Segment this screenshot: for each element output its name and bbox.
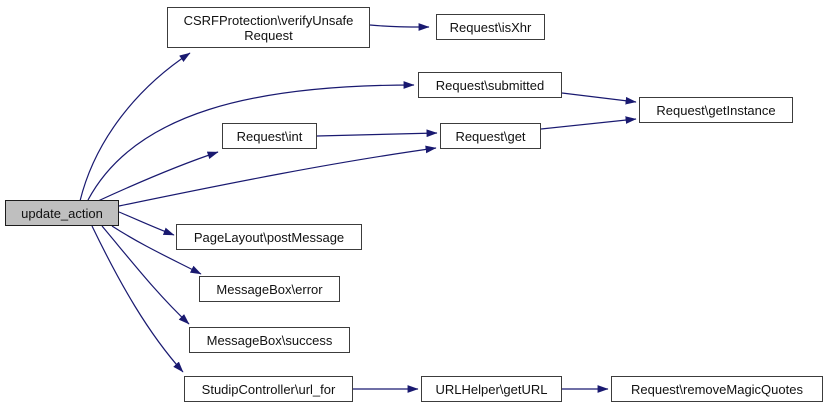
- node-label: Request\get: [455, 128, 526, 144]
- edge-update_action-to-message_box_error: [111, 225, 202, 275]
- edge-update_action-to-request_submitted: [87, 81, 415, 201]
- node-messagebox-success[interactable]: MessageBox\success: [189, 327, 350, 353]
- edge-request_int-to-request_get: [316, 129, 438, 138]
- node-update-action: update_action: [5, 200, 119, 226]
- edge-request_get-to-request_get_instance: [540, 116, 637, 130]
- node-label: MessageBox\error: [216, 281, 323, 297]
- node-request-removemagicquotes[interactable]: Request\removeMagicQuotes: [611, 376, 823, 402]
- edge-csrf_verify_unsafe_request-to-request_is_xhr: [369, 23, 430, 31]
- node-request-getinstance[interactable]: Request\getInstance: [639, 97, 793, 123]
- node-request-get[interactable]: Request\get: [440, 123, 541, 149]
- edge-update_action-to-csrf_verify_unsafe_request: [79, 52, 191, 202]
- node-label-line1: CSRFProtection\verifyUnsafe: [183, 12, 354, 28]
- node-pagelayout-postmessage[interactable]: PageLayout\postMessage: [176, 224, 362, 250]
- edge-request_submitted-to-request_get_instance: [561, 92, 637, 105]
- node-urlhelper-geturl[interactable]: URLHelper\getURL: [421, 376, 562, 402]
- node-request-isxhr[interactable]: Request\isXhr: [436, 14, 545, 40]
- node-label: Request\getInstance: [656, 102, 776, 118]
- node-request-int[interactable]: Request\int: [222, 123, 317, 149]
- node-label: MessageBox\success: [206, 332, 333, 348]
- edge-update_action-to-request_get: [118, 145, 437, 207]
- node-label: Request\removeMagicQuotes: [631, 381, 803, 397]
- node-label: Request\int: [236, 128, 303, 144]
- node-studipcontroller-url-for[interactable]: StudipController\url_for: [184, 376, 353, 402]
- node-request-submitted[interactable]: Request\submitted: [418, 72, 562, 98]
- node-label: URLHelper\getURL: [435, 381, 548, 397]
- node-label: update_action: [21, 205, 103, 221]
- node-label: Request\isXhr: [449, 19, 532, 35]
- edge-update_action-to-message_box_success: [101, 225, 190, 325]
- node-csrfprotection-verifyunsaferequest[interactable]: CSRFProtection\verifyUnsafe Request: [167, 7, 370, 48]
- node-label: StudipController\url_for: [201, 381, 336, 397]
- edge-update_action-to-studip_controller_url_for: [91, 225, 184, 373]
- edge-update_action-to-page_layout_post_message: [118, 211, 175, 236]
- node-label: PageLayout\postMessage: [193, 229, 345, 245]
- node-messagebox-error[interactable]: MessageBox\error: [199, 276, 340, 302]
- node-label: Request\submitted: [435, 77, 545, 93]
- edge-update_action-to-request_int: [97, 151, 219, 202]
- node-label-line2: Request: [244, 27, 293, 43]
